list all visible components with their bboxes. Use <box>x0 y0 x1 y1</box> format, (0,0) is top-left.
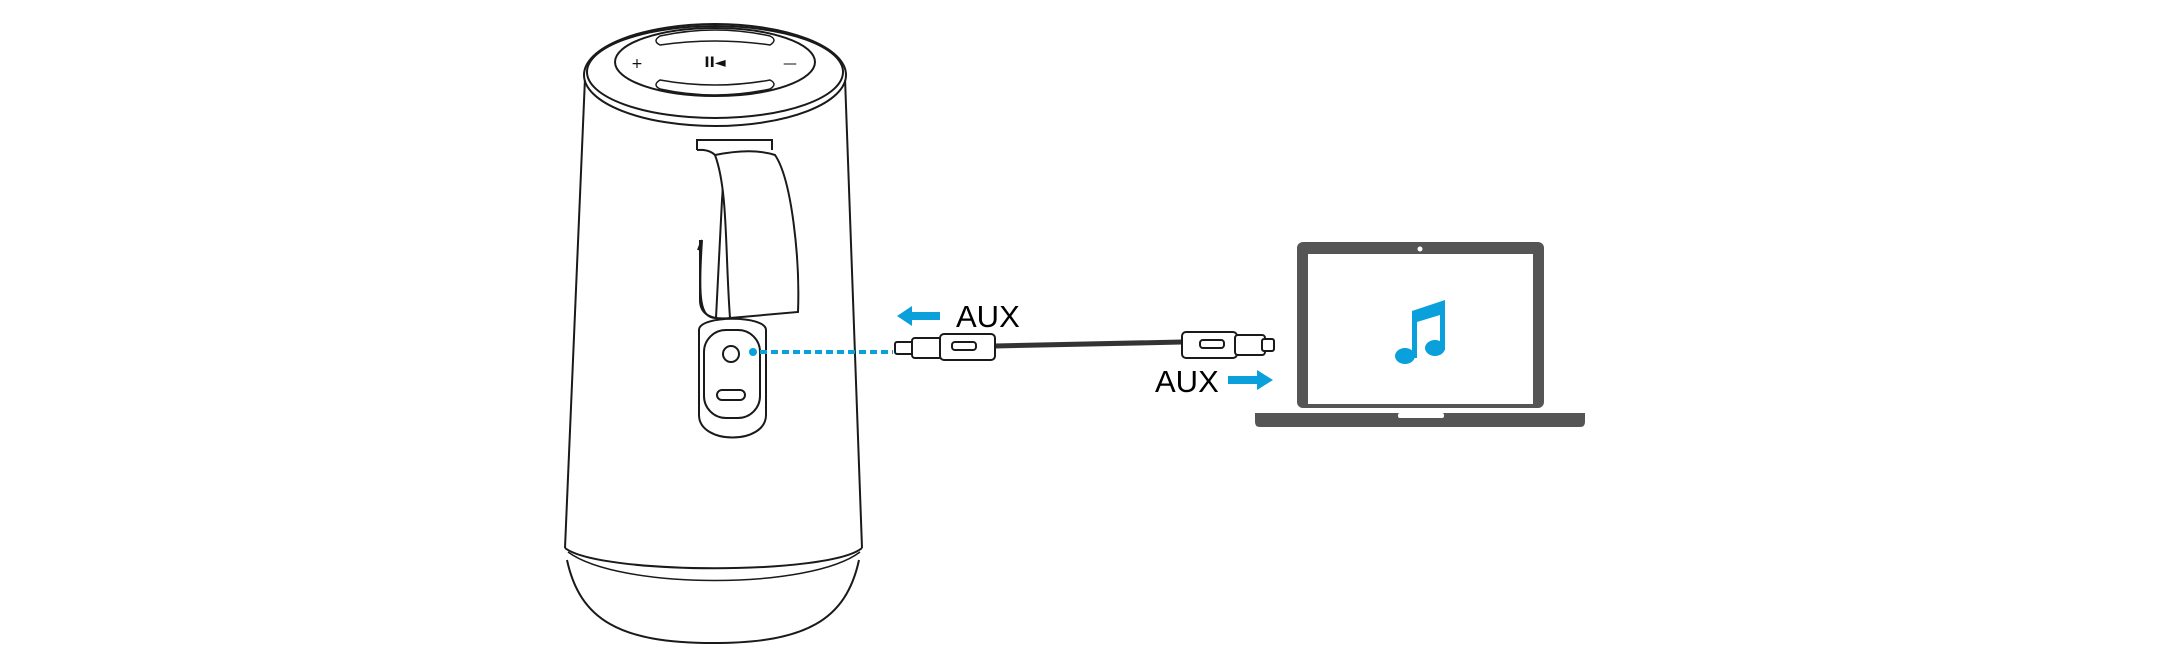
laptop-icon <box>1255 242 1585 427</box>
aux-port-indicator <box>749 348 893 356</box>
laptop-aux-label: AUX <box>1155 364 1219 399</box>
volume-up-button[interactable]: + <box>631 56 643 72</box>
aux-cable-icon <box>894 331 1275 361</box>
speaker-aux-label: AUX <box>956 299 1020 334</box>
music-note-icon <box>1395 300 1445 364</box>
arrow-right-icon <box>1228 370 1273 390</box>
speaker-control-buttons: + — II◄ <box>631 55 797 72</box>
speaker-icon <box>564 23 863 645</box>
arrow-left-icon <box>897 306 940 326</box>
play-pause-button[interactable]: II◄ <box>704 55 725 71</box>
volume-down-button[interactable]: — <box>783 56 797 72</box>
